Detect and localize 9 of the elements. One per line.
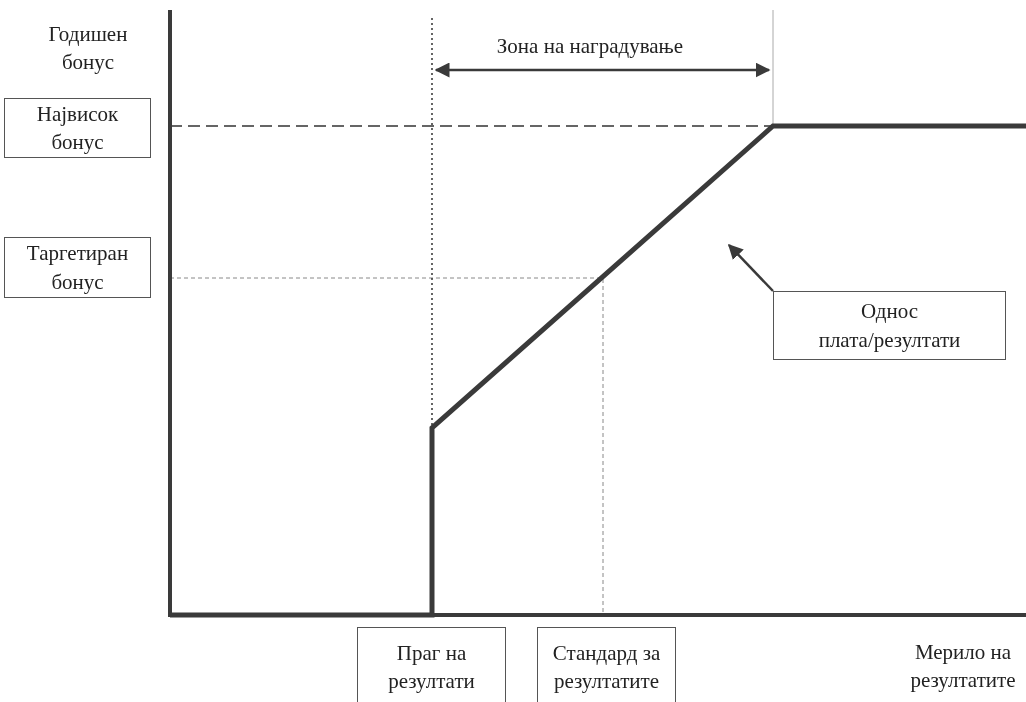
- annual-bonus-axis-title: Годишен бонус: [47, 21, 129, 77]
- label-box: Највисок бонус: [4, 98, 151, 158]
- label-box: Праг на резултати: [357, 627, 506, 702]
- leader-arrow: [727, 243, 774, 292]
- measure-axis-title: Мерило на резултатите: [909, 639, 1017, 695]
- label-box: Таргетиран бонус: [4, 237, 151, 298]
- bonus-curve: [170, 123, 1026, 618]
- label-box: Стандард за резултатите: [537, 627, 676, 702]
- zone-label: Зона на наградување: [495, 33, 685, 60]
